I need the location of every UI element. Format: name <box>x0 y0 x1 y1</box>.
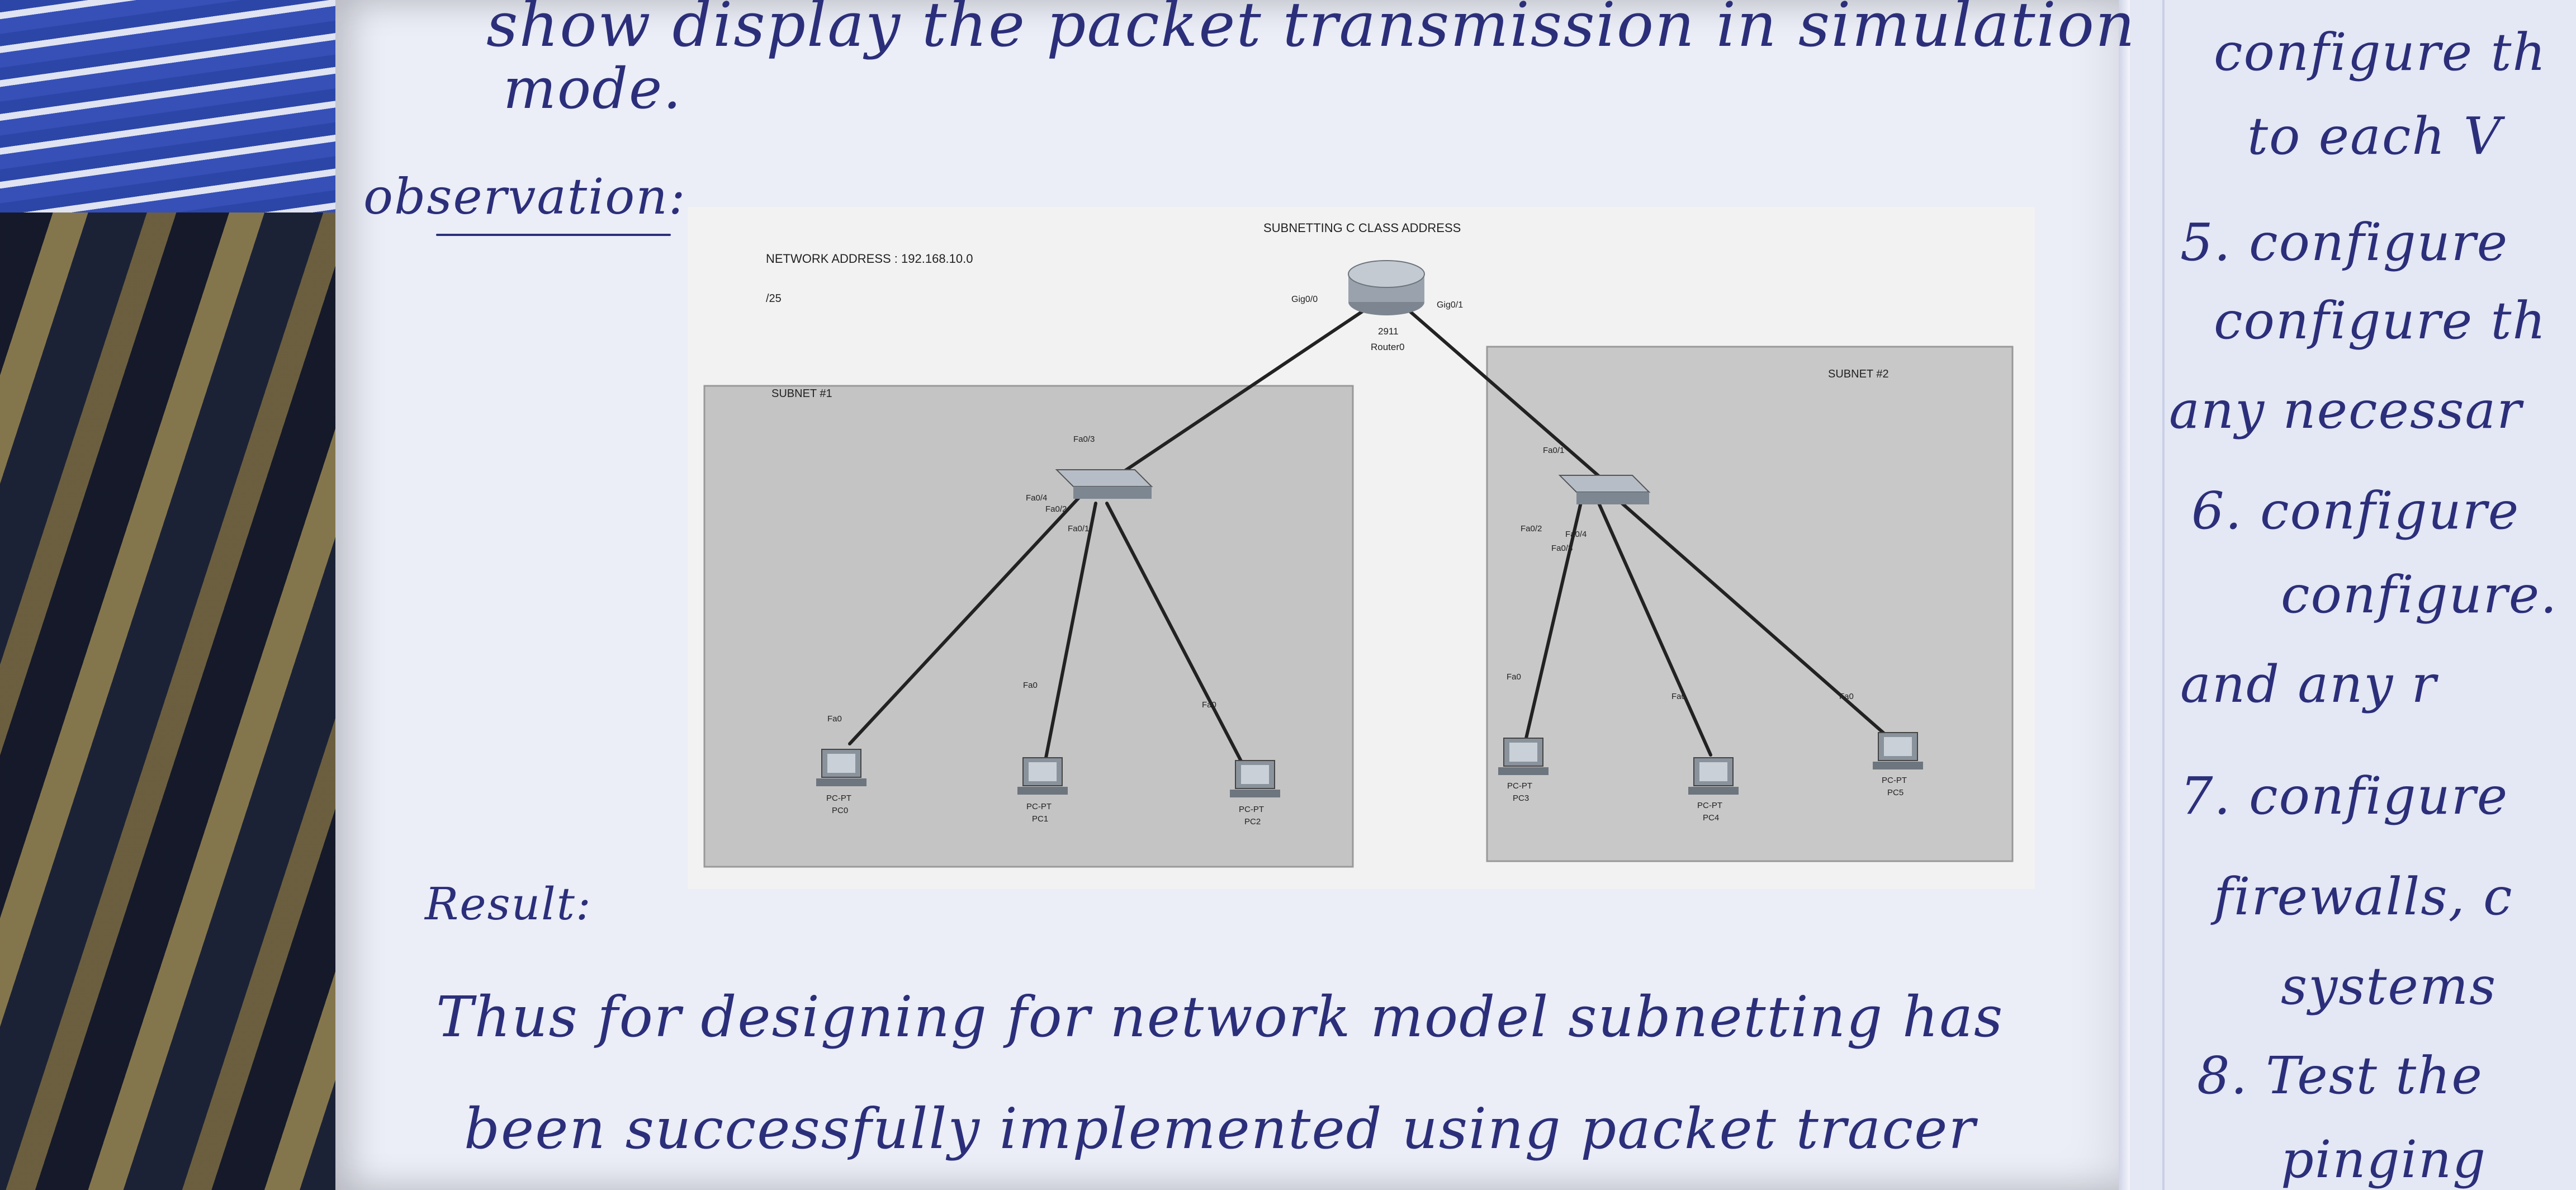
diagram-title: SUBNETTING C CLASS ADDRESS <box>1263 221 1461 235</box>
pc5-name: PC5 <box>1887 788 1903 797</box>
right-line-7: configure. <box>2281 565 2558 625</box>
result-heading: Result: <box>425 878 592 930</box>
subnet-2-area <box>1486 346 2014 862</box>
pc5-port: Fa0 <box>1839 692 1854 701</box>
result-text-line-1: Thus for designing for network model sub… <box>436 984 2004 1050</box>
right-line-11: systems <box>2281 956 2497 1016</box>
s1-port-label: Fa0/4 <box>1026 493 1047 503</box>
pc-icon <box>1017 757 1068 795</box>
network-topology-svg: SUBNETTING C CLASS ADDRESS NETWORK ADDRE… <box>703 221 2014 868</box>
s2-port-label: Fa0/4 <box>1565 530 1587 539</box>
s1-port-label: Fa0/2 <box>1045 504 1067 514</box>
pc1-type: PC-PT <box>1026 802 1052 811</box>
s2-port-label: Fa0/3 <box>1551 544 1573 553</box>
switch-1-icon <box>1558 475 1651 504</box>
pc2-name: PC2 <box>1244 817 1261 827</box>
pc2-type: PC-PT <box>1239 805 1264 814</box>
pc0-type: PC-PT <box>826 794 851 803</box>
pc1-port: Fa0 <box>1023 681 1038 690</box>
notebook-right-page <box>2130 0 2576 1190</box>
switch-0-icon <box>1055 469 1153 499</box>
subnet-2-label: SUBNET #2 <box>1828 368 1889 380</box>
striped-cloth <box>0 212 358 1190</box>
observation-heading: observation: <box>363 168 686 225</box>
pc2-port: Fa0 <box>1202 700 1216 710</box>
pc3-type: PC-PT <box>1507 781 1532 791</box>
pc4-port: Fa0 <box>1671 692 1686 701</box>
right-line-10: firewalls, c <box>2214 867 2513 927</box>
right-line-8: and any r <box>2180 654 2437 714</box>
router-name-label: Router0 <box>1371 342 1404 352</box>
right-line-1: configure th <box>2214 22 2547 82</box>
pc1-name: PC1 <box>1032 814 1048 824</box>
pc4-name: PC4 <box>1703 813 1719 823</box>
router-icon <box>1348 260 1425 315</box>
right-line-9: 7. configure <box>2180 766 2509 826</box>
pc-icon <box>1498 738 1549 775</box>
s2-port-label: Fa0/1 <box>1543 446 1564 455</box>
blue-cloth <box>0 0 358 212</box>
handwritten-line-2: mode. <box>503 56 683 121</box>
right-line-3: 5. configure <box>2180 212 2509 272</box>
fabric-background <box>0 0 358 1190</box>
pc0-port: Fa0 <box>827 714 842 724</box>
pc3-name: PC3 <box>1513 794 1529 803</box>
handwritten-line-1: show display the packet transmission in … <box>486 0 2136 60</box>
pc3-port: Fa0 <box>1507 672 1521 682</box>
right-line-13: pinging <box>2281 1130 2487 1189</box>
s1-port-label: Fa0/3 <box>1073 435 1095 444</box>
network-address-label: NETWORK ADDRESS : 192.168.10.0 <box>766 252 973 266</box>
router-port-left: Gig0/0 <box>1291 295 1318 304</box>
router-model-label: 2911 <box>1378 326 1399 337</box>
result-text-line-2: been successfully implemented using pack… <box>464 1096 1977 1161</box>
right-line-5: any necessar <box>2169 380 2523 440</box>
pc5-type: PC-PT <box>1882 776 1907 785</box>
pc-icon <box>1873 732 1923 769</box>
right-line-2: to each V <box>2247 106 2502 166</box>
network-links <box>848 309 1891 773</box>
pc-icon <box>1688 757 1739 795</box>
pc-icon <box>816 749 866 786</box>
right-line-12: 8. Test the <box>2197 1046 2483 1106</box>
pc-icon <box>1230 760 1280 797</box>
network-diagram-printout: SUBNETTING C CLASS ADDRESS NETWORK ADDRE… <box>688 207 2035 889</box>
s2-port-label: Fa0/2 <box>1521 524 1542 533</box>
pc4-type: PC-PT <box>1697 801 1722 810</box>
router-port-right: Gig0/1 <box>1437 300 1463 310</box>
margin-line <box>2162 0 2165 1190</box>
pc0-name: PC0 <box>832 806 848 815</box>
subnet-1-label: SUBNET #1 <box>771 388 832 400</box>
right-line-4: configure th <box>2214 291 2547 351</box>
observation-underline <box>436 234 671 236</box>
s1-port-label: Fa0/1 <box>1068 524 1089 533</box>
right-line-6: 6. configure <box>2191 481 2520 541</box>
prefix-label: /25 <box>766 292 782 305</box>
